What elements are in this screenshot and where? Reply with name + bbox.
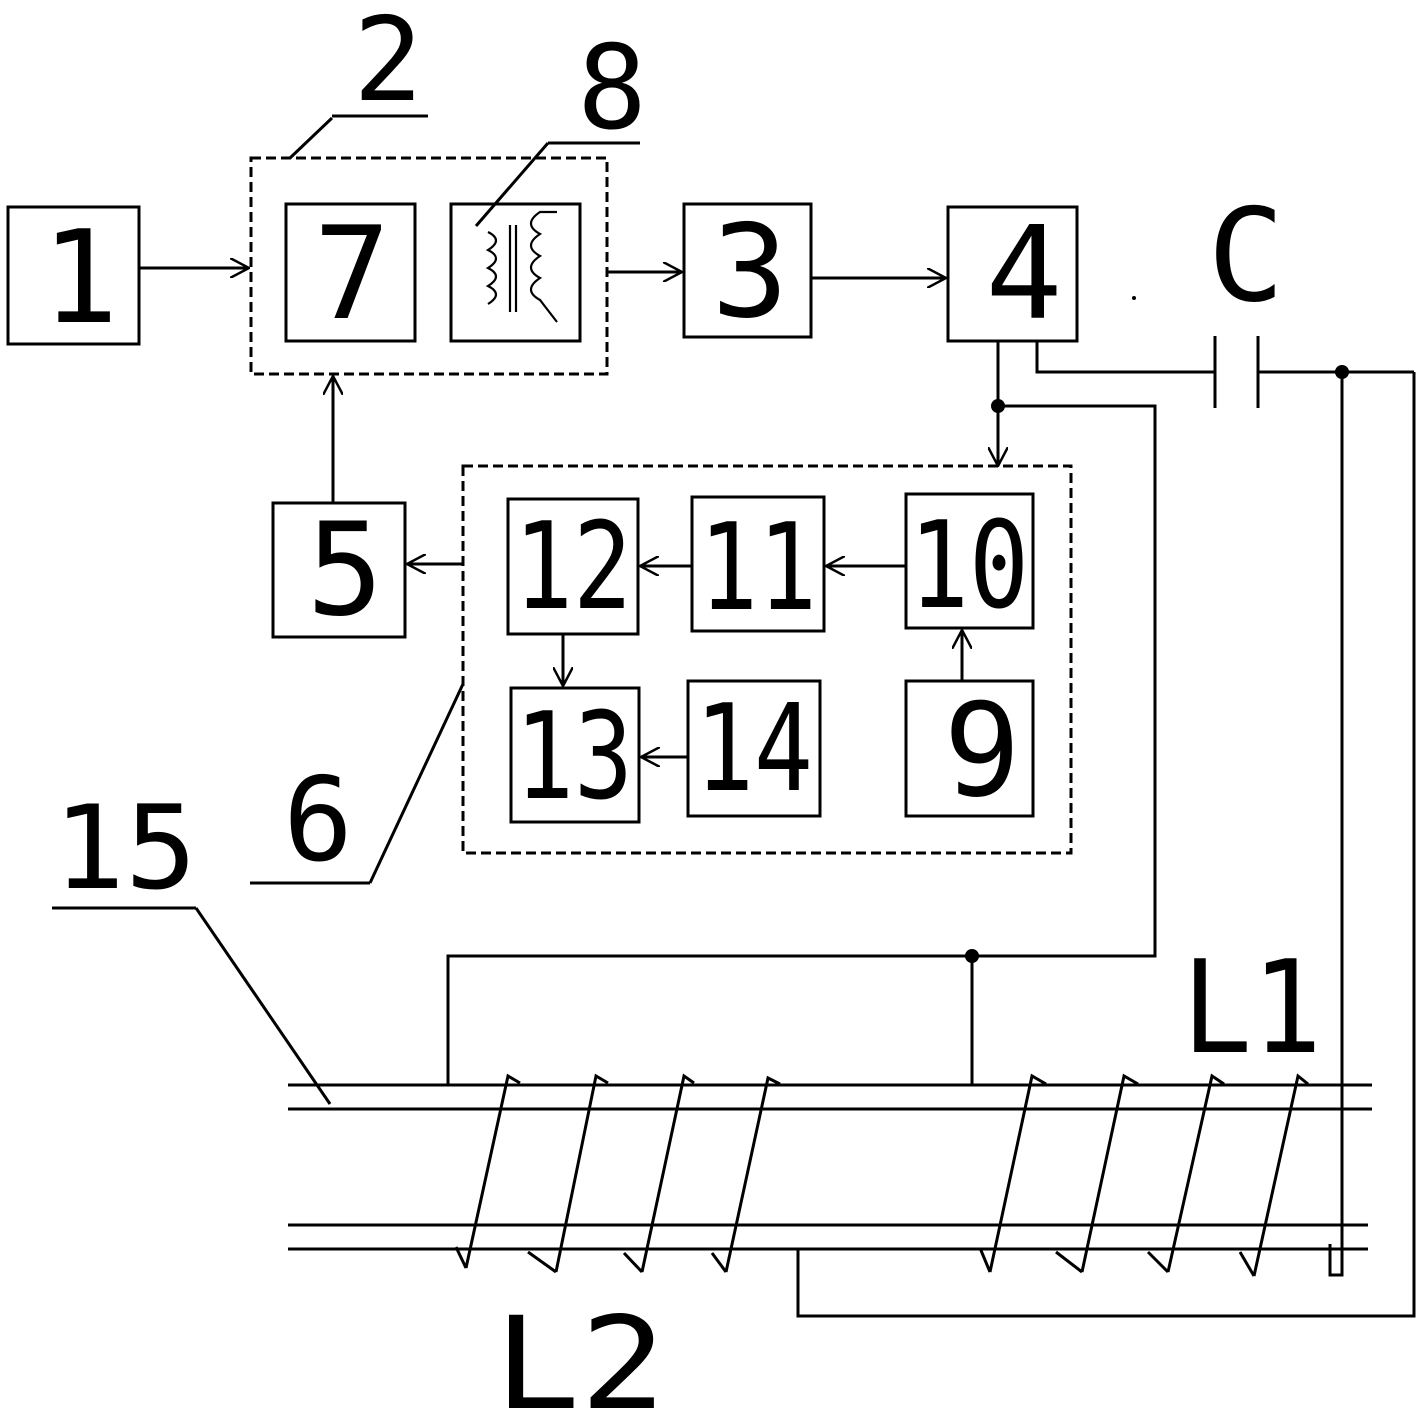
block-14 bbox=[686, 679, 822, 818]
block-11 bbox=[690, 495, 826, 633]
label-4: 4 bbox=[985, 200, 1062, 349]
transformer-icon bbox=[485, 210, 558, 323]
label-capacitor: C bbox=[1207, 182, 1284, 331]
label-11: 11 bbox=[699, 499, 817, 638]
label-15: 15 bbox=[53, 781, 197, 916]
label-5: 5 bbox=[306, 496, 383, 645]
label-8: 8 bbox=[577, 21, 647, 156]
label-14: 14 bbox=[695, 680, 813, 819]
block-13 bbox=[509, 686, 641, 824]
leader-6 bbox=[368, 683, 465, 884]
label-l1: L1 bbox=[1182, 934, 1322, 1083]
wire-capacitor-to-l2 bbox=[796, 372, 1416, 1318]
coil-windings bbox=[454, 1073, 1309, 1277]
leader-2 bbox=[288, 116, 334, 160]
label-3: 3 bbox=[711, 198, 788, 347]
wire-feedback-loop bbox=[446, 404, 1157, 1085]
label-12: 12 bbox=[514, 498, 632, 637]
core-rails bbox=[288, 1083, 1372, 1251]
label-2: 2 bbox=[353, 0, 423, 128]
block-1 bbox=[6, 205, 141, 346]
block-7 bbox=[284, 202, 417, 343]
label-10: 10 bbox=[909, 497, 1029, 636]
label-7: 7 bbox=[313, 200, 390, 349]
block-10 bbox=[904, 492, 1035, 630]
label-6: 6 bbox=[283, 753, 353, 888]
block-9 bbox=[904, 679, 1035, 818]
label-1: 1 bbox=[41, 204, 118, 353]
stray-dot bbox=[1132, 296, 1136, 300]
leader-8 bbox=[474, 142, 550, 227]
group-6 bbox=[461, 464, 1073, 855]
label-13: 13 bbox=[515, 688, 633, 827]
block-4 bbox=[946, 205, 1079, 343]
block-12 bbox=[506, 497, 640, 636]
leader-15 bbox=[194, 907, 332, 1105]
capacitor-icon bbox=[1213, 336, 1260, 408]
label-9: 9 bbox=[943, 677, 1020, 826]
wire-capacitor-to-l1-end bbox=[1328, 372, 1344, 1277]
block-3 bbox=[682, 202, 813, 339]
wire-4-to-capacitor bbox=[1035, 341, 1215, 374]
group-2 bbox=[249, 156, 609, 376]
label-l2: L2 bbox=[494, 1290, 666, 1416]
block-5 bbox=[271, 501, 407, 639]
